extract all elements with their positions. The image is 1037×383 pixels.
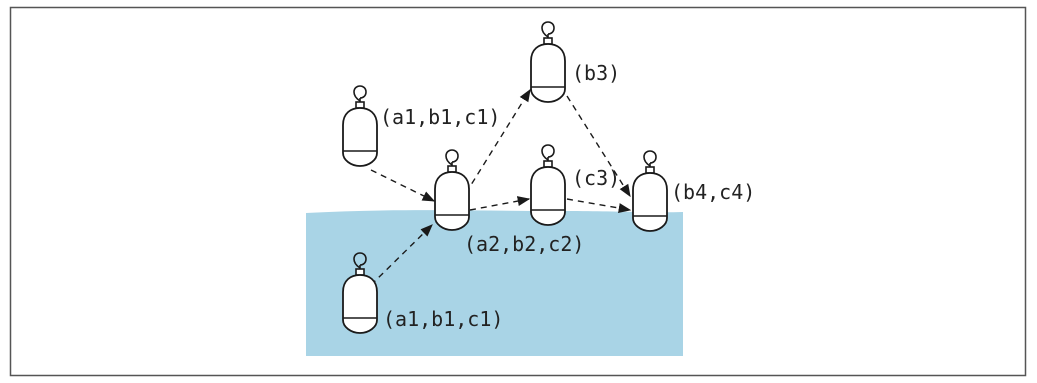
arrow-a1-water-to-a2 <box>370 224 433 286</box>
hanging-float-probe-icon <box>342 85 378 167</box>
label-a1-water: (a1,b1,c1) <box>383 307 503 331</box>
arrow-c3-to-b4 <box>566 198 632 214</box>
water-region <box>306 210 683 356</box>
arrow-a2-to-b3 <box>465 88 531 194</box>
hanging-float-probe-icon <box>530 144 566 226</box>
label-a1-air: (a1,b1,c1) <box>380 105 500 129</box>
label-c3: (c3) <box>572 166 620 190</box>
label-b4: (b4,c4) <box>671 180 755 204</box>
movement-arrows <box>370 88 632 286</box>
arrow-a2-to-c3 <box>469 196 531 211</box>
label-b3: (b3) <box>572 61 620 85</box>
hanging-float-probe-icon <box>434 149 470 231</box>
label-a2: (a2,b2,c2) <box>464 232 584 256</box>
arrow-a1-air-to-a2 <box>370 169 436 202</box>
hanging-float-probe-icon <box>632 150 668 232</box>
hanging-float-probe-icon <box>530 21 566 103</box>
arrow-b3-to-b4 <box>566 95 631 198</box>
diagram-frame <box>9 6 1027 377</box>
